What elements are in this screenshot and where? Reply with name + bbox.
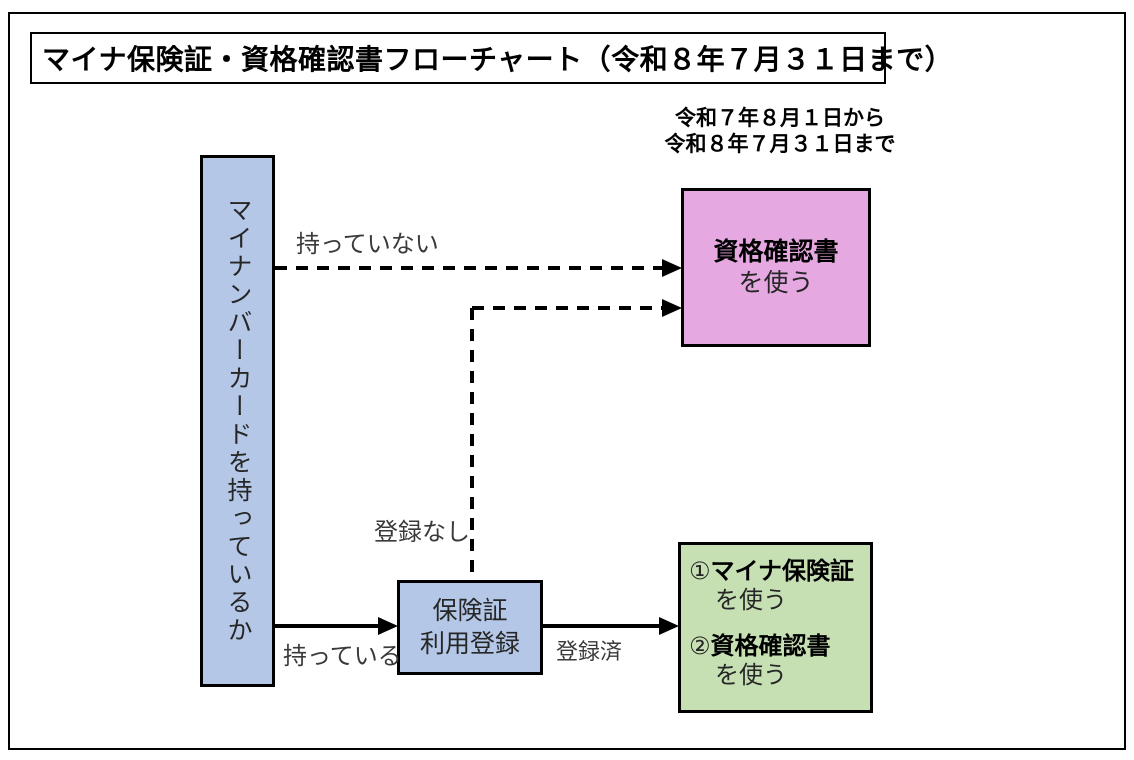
- registration-label-line2: 利用登録: [419, 629, 520, 658]
- registration-label-line1: 保険証: [432, 596, 508, 625]
- page-title: マイナ保険証・資格確認書フローチャート（令和８年７月３１日まで）: [42, 44, 954, 75]
- certificate-action: を使う: [738, 268, 814, 297]
- edge-not-registered-arrowhead-icon: [662, 299, 682, 317]
- edge-not-have-arrowhead-icon: [662, 259, 682, 277]
- outcome-item2-number: ②: [689, 633, 711, 660]
- outcome-item1-number: ①: [689, 558, 711, 585]
- outcome-item1-title: マイナ保険証: [710, 558, 855, 585]
- edge-registered-arrowhead-icon: [659, 617, 679, 635]
- edge-have-label: 持っている: [283, 643, 402, 670]
- period-note-line1: 令和７年８月１日から: [675, 107, 885, 130]
- outcome-item2-title: 資格確認書: [710, 633, 831, 660]
- edge-have-arrowhead-icon: [378, 617, 398, 635]
- edge-not-have-label: 持っていない: [296, 231, 439, 258]
- edge-have-line: [275, 624, 381, 628]
- edge-not-registered-horizontal-line: [472, 306, 664, 310]
- outcome-item2-action: を使う: [715, 662, 787, 689]
- outcome-item1: ①マイナ保険証: [689, 557, 854, 586]
- node-insurance-registration: 保険証 利用登録: [397, 580, 543, 675]
- node-outcome: ①マイナ保険証 を使う ②資格確認書 を使う: [678, 542, 873, 713]
- node-mynumber-question: マイナンバーカードを持っているか: [200, 155, 275, 687]
- edge-registered-label: 登録済: [556, 639, 623, 664]
- title-box: マイナ保険証・資格確認書フローチャート（令和８年７月３１日まで）: [30, 32, 953, 84]
- edge-not-registered-label: 登録なし: [374, 519, 470, 546]
- period-note: 令和７年８月１日から 令和８年７月３１日まで: [630, 106, 930, 158]
- mynumber-question-label: マイナンバーカードを持っているか: [224, 197, 252, 645]
- edge-not-registered-vertical-line: [470, 308, 474, 580]
- outcome-item2: ②資格確認書: [689, 632, 831, 661]
- node-certificate: 資格確認書 を使う: [681, 188, 871, 347]
- outcome-item1-action: を使う: [715, 587, 787, 614]
- certificate-title: 資格確認書: [713, 237, 839, 266]
- edge-not-have-line: [275, 266, 665, 270]
- period-note-line2: 令和８年７月３１日まで: [664, 133, 896, 156]
- edge-registered-line: [543, 624, 661, 628]
